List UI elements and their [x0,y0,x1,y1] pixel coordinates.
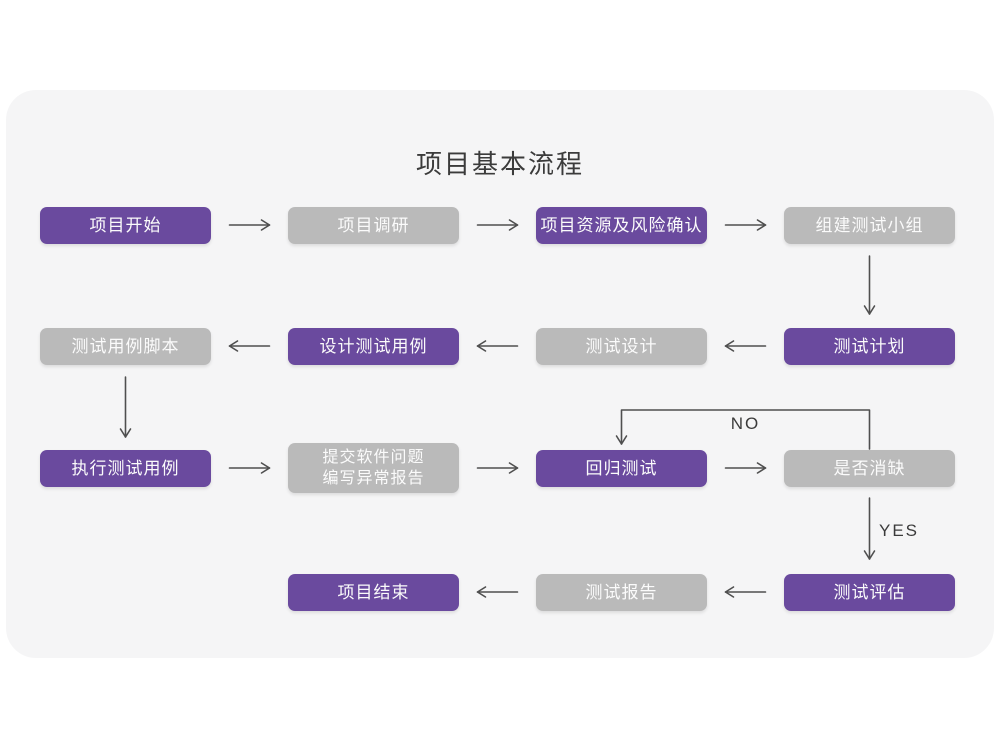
node-design-test-case: 设计测试用例 [288,328,459,365]
node-test-evaluation: 测试评估 [784,574,955,611]
node-test-report: 测试报告 [536,574,707,611]
node-build-test-team: 组建测试小组 [784,207,955,244]
node-project-start: 项目开始 [40,207,211,244]
node-defect-cleared-decision: 是否消缺 [784,450,955,487]
node-regression-test: 回归测试 [536,450,707,487]
node-test-case-script: 测试用例脚本 [40,328,211,365]
node-test-design: 测试设计 [536,328,707,365]
node-execute-test-case: 执行测试用例 [40,450,211,487]
node-test-plan: 测试计划 [784,328,955,365]
node-resource-risk-confirm: 项目资源及风险确认 [536,207,707,244]
node-project-end: 项目结束 [288,574,459,611]
branch-label-no: NO [730,414,761,433]
node-submit-issue-report: 提交软件问题 编写异常报告 [288,443,459,493]
node-project-research: 项目调研 [288,207,459,244]
flowchart-card [6,90,994,658]
branch-label-yes: YES [879,521,920,540]
page-title: 项目基本流程 [415,149,584,179]
